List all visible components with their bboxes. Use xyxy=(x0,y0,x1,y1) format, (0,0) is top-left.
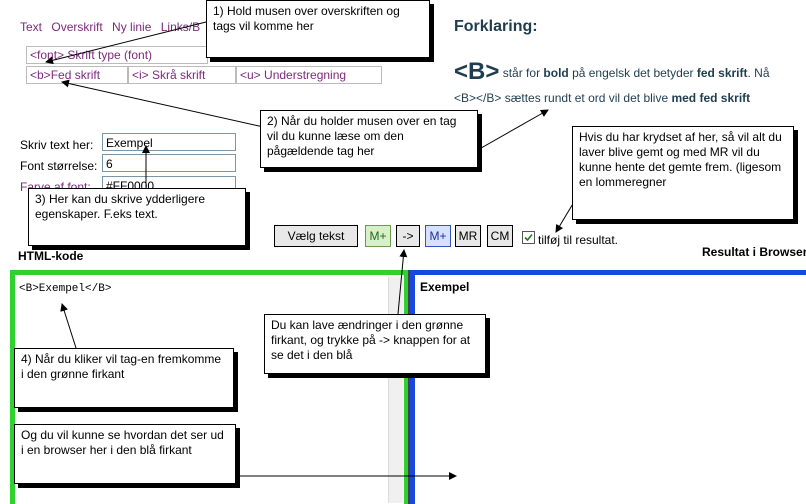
menu-item-overskrift[interactable]: Overskrift xyxy=(51,20,103,34)
menu-item-links[interactable]: Links/B xyxy=(160,20,201,34)
explanation-tag: <B> xyxy=(454,58,500,85)
callout-hover-menu: 1) Hold musen over overskriften og tags … xyxy=(206,0,430,58)
apply-arrow-button[interactable]: -> xyxy=(396,225,420,247)
explanation-line-1: <B> står for bold på engelsk det betyder… xyxy=(454,58,770,86)
font-size-input[interactable]: 6 xyxy=(102,154,236,172)
tag-italic[interactable]: <i> Skrå skrift xyxy=(128,66,236,84)
code-scrollbar[interactable] xyxy=(388,277,403,503)
explanation-bold: bold xyxy=(543,66,569,80)
checkmark-icon xyxy=(524,233,533,242)
tag-bold[interactable]: <b>Fed skrift xyxy=(26,66,128,84)
callout-memory: Hvis du har krydset af her, så vil alt d… xyxy=(572,126,794,220)
add-to-result-checkbox[interactable] xyxy=(522,231,535,244)
callout-change-code: Du kan lave ændringer i den grønne firka… xyxy=(264,314,486,374)
explanation-text: . Nå xyxy=(747,66,770,80)
explanation-bold: med fed skrift xyxy=(671,91,751,105)
menu-item-text[interactable]: Text xyxy=(20,20,43,34)
font-size-label: Font størrelse: xyxy=(20,159,98,173)
tag-underline[interactable]: <u> Understregning xyxy=(236,66,382,84)
menu-item-ny-linie[interactable]: Ny linie xyxy=(112,20,152,34)
choose-text-button[interactable]: Vælg tekst xyxy=(274,225,358,247)
explanation-text: står for xyxy=(502,66,544,80)
callout-browser-preview: Og du vil kunne se hvordan det ser ud i … xyxy=(14,424,236,484)
html-code-label: HTML-kode xyxy=(18,249,84,263)
text-label: Skriv text her: xyxy=(20,138,94,152)
callout-hover-tag: 2) Når du holder musen over en tag vil d… xyxy=(260,110,478,168)
memory-add-button[interactable]: M+ xyxy=(365,225,391,247)
tag-font[interactable]: <font> Skrift type (font) xyxy=(26,46,208,64)
explanation-text: <B></B> sættes rundt et ord vil det bliv… xyxy=(454,91,672,105)
result-label: Resultat i Browser xyxy=(702,245,806,259)
memory-add-result-button[interactable]: M+ xyxy=(425,225,451,247)
tag-menu: Text Overskrift Ny linie Links/B xyxy=(20,20,206,34)
add-to-result-label: tilføj til resultat. xyxy=(538,233,619,247)
callout-properties: 3) Her kan du skrive ydderligere egenska… xyxy=(28,188,246,246)
explanation-bold: fed skrift xyxy=(696,66,748,80)
code-editor[interactable]: <B>Exempel</B> xyxy=(19,283,112,295)
browser-result-panel: Exempel xyxy=(410,270,806,504)
memory-recall-button[interactable]: MR xyxy=(455,225,481,247)
explanation-heading: Forklaring: xyxy=(454,18,538,35)
memory-clear-button[interactable]: CM xyxy=(487,225,513,247)
result-preview: Exempel xyxy=(420,280,470,294)
explanation-line-2: <B></B> sættes rundt et ord vil det bliv… xyxy=(454,91,750,105)
text-input[interactable]: Exempel xyxy=(102,133,236,151)
explanation-text: på engelsk det betyder xyxy=(568,66,697,80)
callout-tag-appears: 4) Når du kliker vil tag-en fremkomme i … xyxy=(14,348,234,408)
